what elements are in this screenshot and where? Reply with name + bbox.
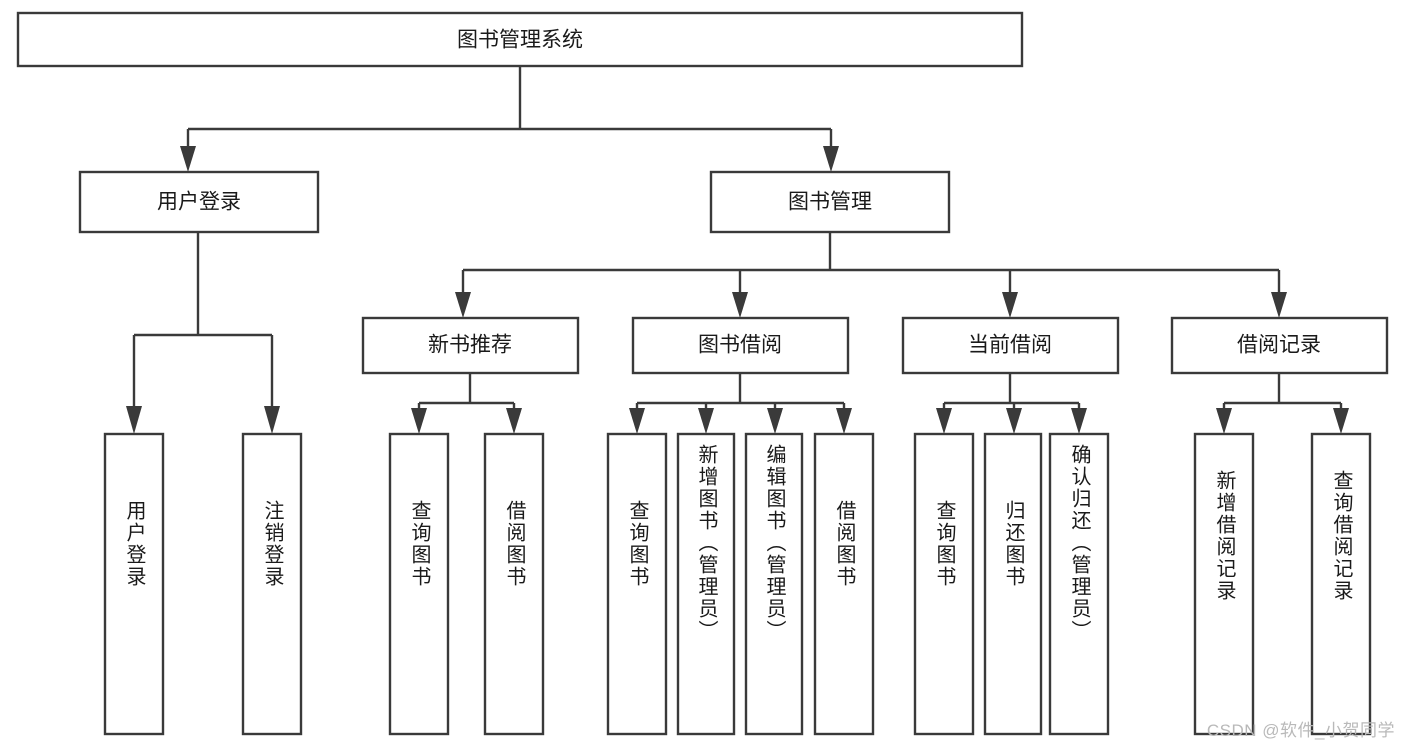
connector-userlogin-to-leaves xyxy=(126,232,280,434)
arrow-head-icon xyxy=(767,408,783,434)
arrow-head-icon xyxy=(823,146,839,172)
node-new-book-recommend[interactable]: 新书推荐 xyxy=(361,316,580,375)
leaf-box-query-book-2[interactable] xyxy=(606,432,668,736)
arrow-head-icon xyxy=(629,408,645,434)
arrow-head-icon xyxy=(180,146,196,172)
leaf-box-edit-book[interactable] xyxy=(744,432,804,736)
node-box[interactable] xyxy=(631,316,850,375)
node-current-borrow[interactable]: 当前借阅 xyxy=(901,316,1120,375)
arrow-head-icon xyxy=(1271,292,1287,318)
node-box[interactable] xyxy=(16,11,1024,68)
connector-borrow-to-leaves xyxy=(629,373,852,434)
arrow-head-icon xyxy=(1002,292,1018,318)
arrow-head-icon xyxy=(936,408,952,434)
arrow-head-icon xyxy=(1071,408,1087,434)
leaf-box-query-book-3[interactable] xyxy=(913,432,975,736)
connector-bookmgmt-to-level2 xyxy=(455,232,1287,318)
arrow-head-icon xyxy=(1333,408,1349,434)
arrow-head-icon xyxy=(1006,408,1022,434)
arrow-head-icon xyxy=(698,408,714,434)
connector-root-to-level1 xyxy=(180,66,839,172)
node-box[interactable] xyxy=(361,316,580,375)
leaf-box-borrow-book-2[interactable] xyxy=(813,432,875,736)
node-book-borrow[interactable]: 图书借阅 xyxy=(631,316,850,375)
leaf-box-add-record[interactable] xyxy=(1193,432,1255,736)
connector-record-to-leaves xyxy=(1216,373,1349,434)
leaf-box-user-login[interactable] xyxy=(103,432,165,736)
node-box[interactable] xyxy=(709,170,951,234)
arrow-head-icon xyxy=(1216,408,1232,434)
leaf-box-query-record[interactable] xyxy=(1310,432,1372,736)
arrow-head-icon xyxy=(836,408,852,434)
csdn-watermark: CSDN @软件_小贺同学 xyxy=(1206,721,1395,740)
leaf-box-borrow-book-1[interactable] xyxy=(483,432,545,736)
node-box[interactable] xyxy=(78,170,320,234)
node-label: 图书管理系统 xyxy=(457,29,583,52)
node-label: 用户登录 xyxy=(157,191,241,214)
leaf-box-return-book[interactable] xyxy=(983,432,1043,736)
node-label: 图书借阅 xyxy=(698,334,782,357)
leaf-box-add-book[interactable] xyxy=(676,432,736,736)
node-root[interactable]: 图书管理系统 xyxy=(16,11,1024,68)
connector-newbook-to-leaves xyxy=(411,373,522,434)
arrow-head-icon xyxy=(506,408,522,434)
node-label: 图书管理 xyxy=(788,191,872,214)
node-label: 当前借阅 xyxy=(968,334,1052,357)
node-label: 借阅记录 xyxy=(1237,334,1321,357)
connector-current-to-leaves xyxy=(936,373,1087,434)
leaf-box-confirm-return[interactable] xyxy=(1048,432,1110,736)
arrow-head-icon xyxy=(455,292,471,318)
node-borrow-record[interactable]: 借阅记录 xyxy=(1170,316,1389,375)
arrow-head-icon xyxy=(264,406,280,434)
arrow-head-icon xyxy=(732,292,748,318)
node-user-login[interactable]: 用户登录 xyxy=(78,170,320,234)
arrow-head-icon xyxy=(126,406,142,434)
arrow-head-icon xyxy=(411,408,427,434)
leaf-box-logout[interactable] xyxy=(241,432,303,736)
node-box[interactable] xyxy=(901,316,1120,375)
node-book-management[interactable]: 图书管理 xyxy=(709,170,951,234)
node-box[interactable] xyxy=(1170,316,1389,375)
leaf-box-query-book-1[interactable] xyxy=(388,432,450,736)
node-label: 新书推荐 xyxy=(428,334,512,357)
